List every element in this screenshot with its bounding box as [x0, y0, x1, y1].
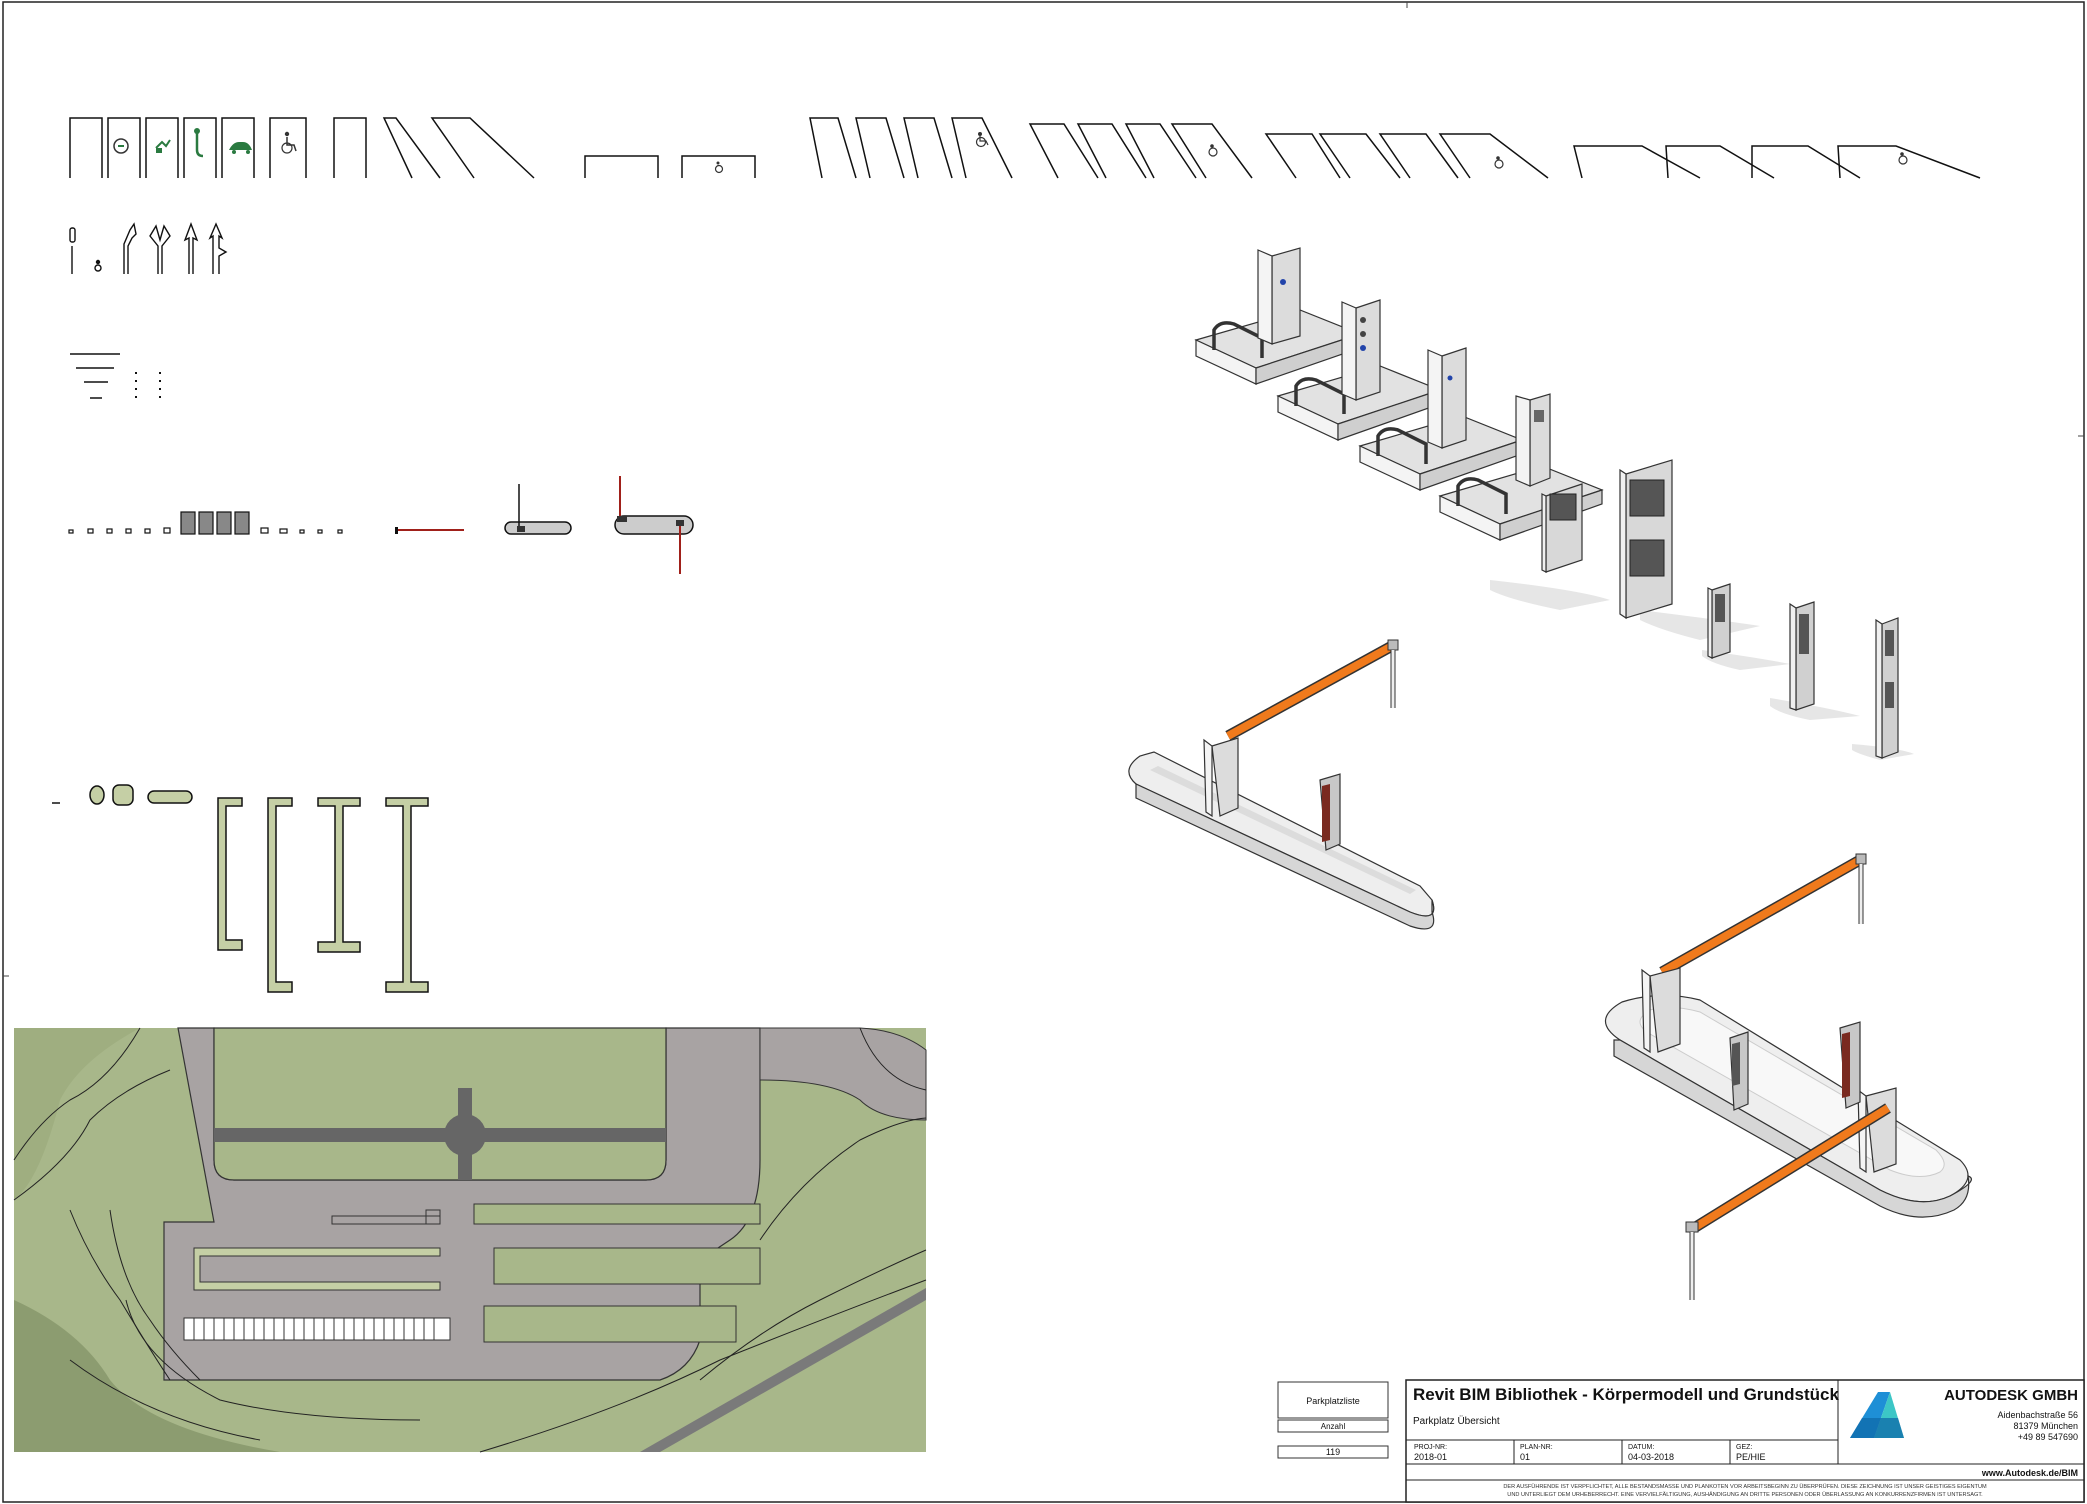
ticket-machine — [1619, 459, 1760, 640]
project-title: Revit BIM Bibliothek - Körpermodell und … — [1413, 1385, 1840, 1404]
field-value-plan: 01 — [1520, 1452, 1530, 1462]
ev-charging-icon — [194, 128, 204, 158]
wheelchair-icon — [281, 131, 297, 154]
charging-station — [1194, 247, 1362, 385]
parking-stall-row — [69, 117, 1981, 179]
wheelchair-icon — [1208, 144, 1218, 157]
ev-charging-icon — [113, 138, 129, 154]
barrier-plan-symbols — [395, 476, 694, 574]
charging-station — [1276, 299, 1442, 441]
field-value-date: 04-03-2018 — [1628, 1452, 1674, 1462]
field-value-gez: PE/HIE — [1736, 1452, 1766, 1462]
autodesk-logo-icon — [1850, 1392, 1904, 1438]
stall-symbols — [113, 128, 1908, 174]
pay-terminal — [1852, 617, 1914, 760]
ticket-machine — [1490, 483, 1610, 610]
arrow-icon — [123, 222, 137, 274]
arrow-markings-row — [69, 222, 228, 274]
schedule-count-value: 119 — [1326, 1447, 1340, 1457]
company-street: Aidenbachstraße 56 — [1997, 1410, 2078, 1420]
charging-stations-3d — [1194, 247, 1914, 760]
arrow-icon — [69, 227, 76, 274]
field-value-proj: 2018-01 — [1414, 1452, 1447, 1462]
field-label-plan: PLAN-NR: — [1520, 1444, 1553, 1451]
sheet-name: Parkplatz Übersicht — [1413, 1415, 1500, 1427]
pay-terminal — [1702, 583, 1790, 670]
field-label-gez: GEZ: — [1736, 1444, 1752, 1451]
car-icon — [229, 142, 252, 154]
site-plan-view — [13, 1027, 927, 1453]
disclaimer-line-2: UND UNTERLIEGT DEM URHEBERRECHT. EINE VE… — [1507, 1491, 1983, 1498]
line-symbols — [70, 353, 161, 400]
schedule-title: Parkplatzliste — [1306, 1396, 1360, 1406]
double-barrier-island-3d — [1604, 853, 1972, 1300]
arrow-icon — [183, 222, 199, 274]
field-label-date: DATUM: — [1628, 1444, 1654, 1451]
green-island-symbols — [52, 784, 429, 993]
disclaimer-line-1: DER AUSFÜHRENDE IST VERPFLICHTET, ALLE B… — [1503, 1483, 1987, 1490]
equipment-plan-symbols — [68, 511, 343, 535]
arrow-icon — [208, 222, 228, 274]
title-block: Revit BIM Bibliothek - Körpermodell und … — [1405, 1379, 2085, 1503]
wheelchair-icon — [975, 132, 989, 148]
company-phone: +49 89 547690 — [2018, 1432, 2078, 1442]
wheelchair-icon — [1898, 152, 1908, 165]
company-website: www.Autodesk.de/BIM — [1981, 1468, 2078, 1478]
company-name: AUTODESK GMBH — [1944, 1387, 2078, 1404]
parking-schedule: Parkplatzliste Anzahl 119 — [1277, 1381, 1389, 1459]
charging-station — [1358, 347, 1524, 491]
wheelchair-icon — [714, 161, 724, 174]
barrier-island-3d — [1128, 639, 1435, 930]
company-city: 81379 München — [2013, 1421, 2078, 1431]
field-label-proj: PROJ-NR: — [1414, 1444, 1447, 1451]
ev-charging-icon — [155, 139, 171, 153]
pay-terminal — [1770, 601, 1860, 720]
wheelchair-icon — [1494, 156, 1504, 169]
wheelchair-icon — [94, 259, 102, 272]
arrow-icon — [149, 224, 171, 274]
schedule-column-header: Anzahl — [1321, 1422, 1346, 1431]
